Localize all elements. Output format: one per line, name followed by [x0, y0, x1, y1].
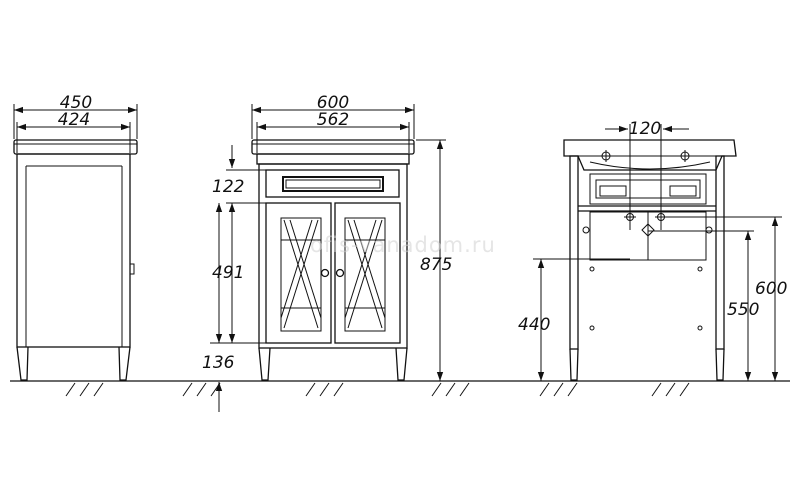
side-inner-width-label: 424 — [58, 110, 90, 130]
drawer-height-label: 122 — [212, 177, 244, 197]
front-outer-width-label: 600 — [317, 93, 349, 113]
drain-height-label: 440 — [518, 315, 550, 335]
front-view — [210, 104, 446, 412]
drawer-front — [265, 169, 400, 198]
left-door — [265, 202, 332, 344]
total-height-label: 875 — [420, 255, 452, 275]
tap-icon — [598, 150, 693, 162]
rear-view — [533, 124, 782, 381]
side-outer-width-label: 450 — [60, 93, 92, 113]
plinth-height-label: 136 — [202, 353, 235, 373]
watermark-text: ofis-vanadom.ru — [310, 233, 496, 257]
supply-height-high-label: 600 — [755, 279, 787, 299]
floor-hatching — [65, 382, 690, 397]
supply-height-low-label: 550 — [727, 300, 759, 320]
front-inner-width-label: 562 — [317, 110, 349, 130]
left-door-knob — [320, 268, 330, 278]
right-door — [334, 202, 401, 344]
doors-height-label: 491 — [212, 263, 244, 283]
side-view — [13, 104, 138, 381]
drain-spacing-label: 120 — [629, 119, 661, 139]
right-door-knob — [335, 268, 345, 278]
